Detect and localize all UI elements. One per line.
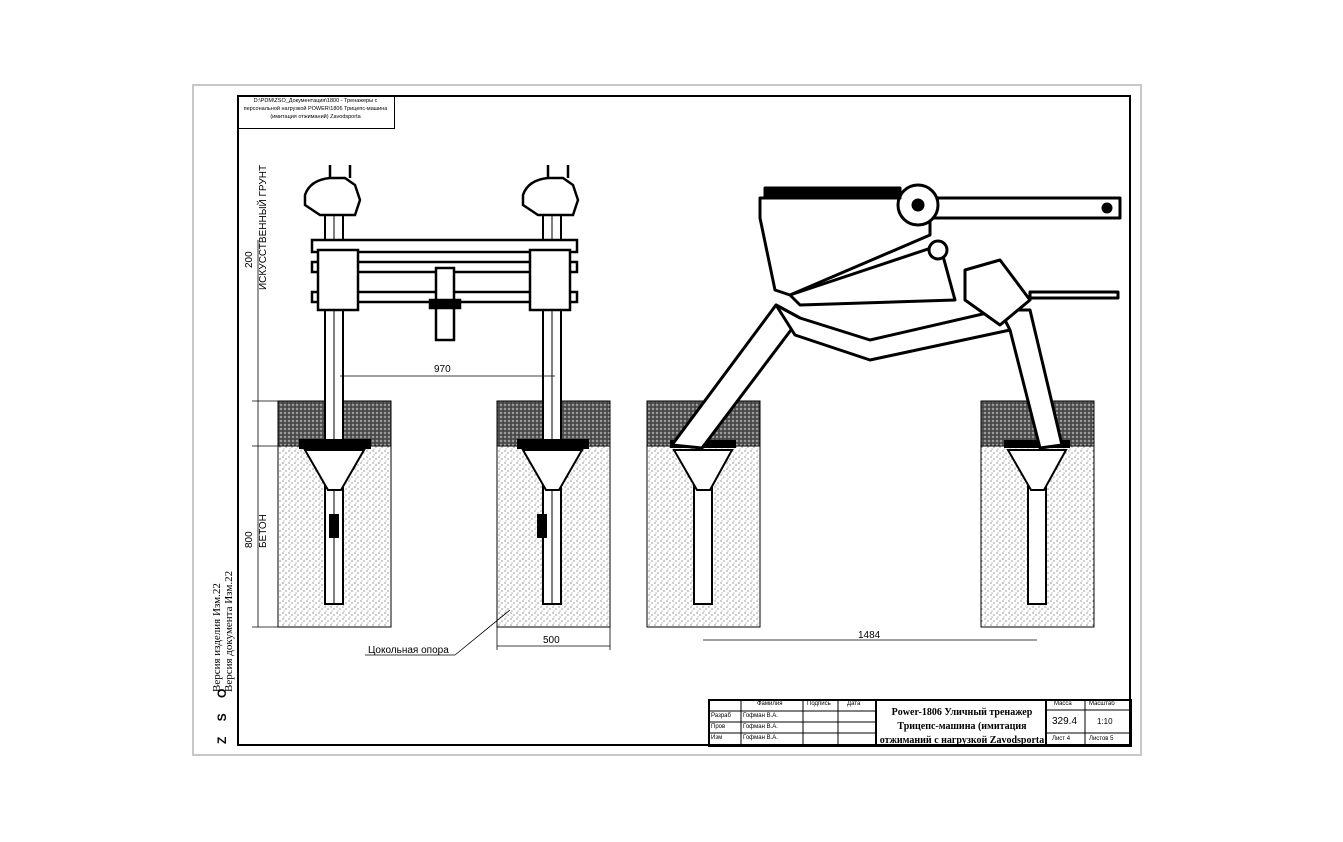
drawing-title: Power-1806 Уличный тренажер Трицепс-маши… — [879, 707, 1045, 746]
title-block-grid — [708, 699, 1132, 747]
header-signature: Подпись — [807, 701, 831, 707]
front-handles — [303, 165, 580, 342]
file-path-note: D:\PDM\ZSO_Документация\1800 - Тренажеры… — [237, 95, 395, 129]
row-role: Пров — [711, 724, 726, 730]
row-role: Изм — [711, 735, 723, 741]
row-name: Гофман В.А. — [743, 713, 778, 719]
title-block: Фамилия Подпись Дата Разраб Гофман В.А. … — [709, 700, 1131, 746]
soil-label: ИСКУССТВЕННЫЙ ГРУНТ — [256, 165, 269, 290]
side-footing-right — [980, 400, 1095, 628]
row-name: Гофман В.А. — [743, 724, 778, 730]
scale-value: 1:10 — [1097, 717, 1113, 726]
footing-width-value: 500 — [543, 635, 560, 646]
row-name: Гофман В.А. — [743, 735, 778, 741]
side-span-value: 1484 — [858, 630, 881, 641]
header-date: Дата — [847, 701, 861, 707]
mass-label: Масса — [1054, 701, 1072, 707]
mass-value: 329.4 — [1052, 716, 1078, 727]
front-span-value: 970 — [434, 364, 451, 375]
scale-label: Масштаб — [1089, 701, 1115, 707]
sheet-count: Листов 5 — [1089, 736, 1114, 742]
side-machine-frame — [670, 183, 1122, 450]
soil-depth-value: 200 — [244, 251, 255, 268]
concrete-depth-value: 800 — [244, 531, 255, 548]
concrete-label: БЕТОН — [258, 514, 269, 548]
sheet-number: Лист 4 — [1052, 736, 1071, 742]
drawing-frame — [237, 95, 1131, 746]
header-surname: Фамилия — [757, 701, 783, 707]
front-dimensions — [252, 240, 611, 656]
row-role: Разраб — [711, 713, 731, 719]
plinth-label: Цокольная опора — [368, 645, 449, 656]
